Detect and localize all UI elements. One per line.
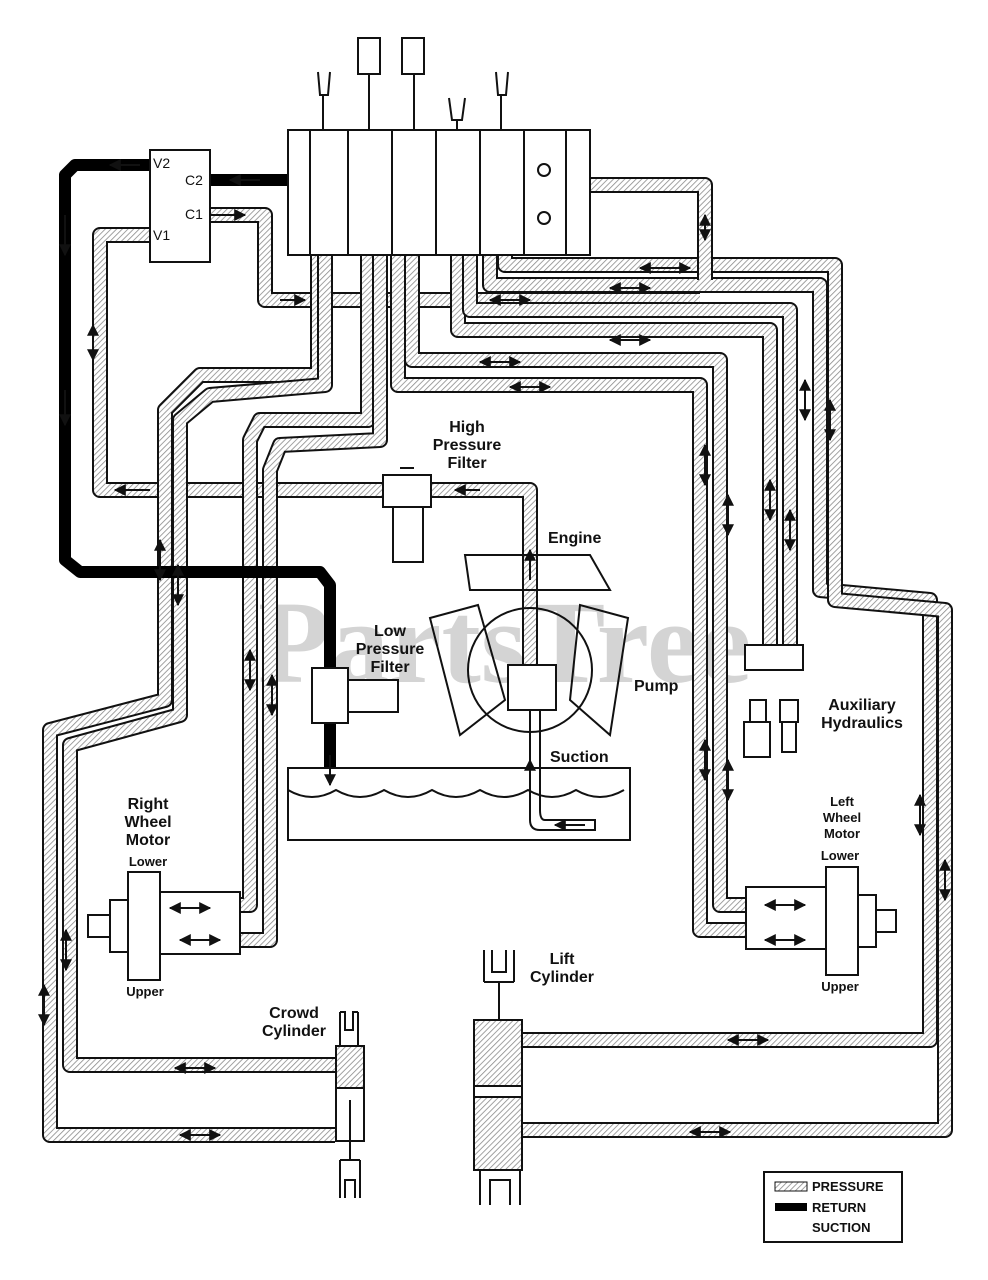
high-pressure-filter bbox=[382, 467, 432, 563]
legend-pressure-label: PRESSURE bbox=[812, 1179, 884, 1194]
lift-cylinder-label-2: Cylinder bbox=[530, 969, 594, 986]
auxiliary-couplers bbox=[743, 644, 804, 758]
right-wheel-motor bbox=[87, 871, 241, 981]
legend: PRESSURE RETURN SUCTION bbox=[763, 1171, 903, 1243]
right-wheel-motor-label-1: Right bbox=[128, 796, 170, 813]
reservoir-tank bbox=[287, 710, 631, 841]
left-upper-label: Upper bbox=[821, 979, 859, 994]
engine bbox=[428, 554, 630, 737]
port-v1-label: V1 bbox=[153, 227, 170, 243]
left-wheel-motor-label-3: Motor bbox=[824, 826, 860, 841]
lift-cylinder bbox=[473, 950, 523, 1205]
left-wheel-motor-label-1: Left bbox=[830, 794, 855, 809]
diverter-valve: V2 C2 C1 V1 bbox=[149, 149, 211, 263]
right-wheel-motor-label-3: Motor bbox=[126, 832, 170, 849]
lp-filter-label-3: Filter bbox=[370, 659, 409, 676]
control-valve-block bbox=[287, 37, 591, 256]
hose-fill-14 bbox=[590, 179, 711, 280]
suction-label: Suction bbox=[550, 749, 609, 766]
hose-fill-13 bbox=[499, 170, 951, 1136]
legend-swatch-return bbox=[775, 1203, 807, 1211]
lift-cylinder-label-1: Lift bbox=[550, 951, 576, 968]
left-lower-label: Lower bbox=[821, 848, 859, 863]
hp-filter-label-3: Filter bbox=[447, 455, 486, 472]
left-wheel-motor bbox=[745, 866, 897, 976]
component-labels: High Pressure Filter Engine Low Pressure… bbox=[124, 419, 903, 1040]
port-c1-label: C1 bbox=[185, 206, 203, 222]
pump-label: Pump bbox=[634, 678, 679, 695]
aux-hydraulics-label-1: Auxiliary bbox=[828, 697, 896, 714]
right-wheel-motor-label-2: Wheel bbox=[124, 814, 171, 831]
hose-fill-7 bbox=[150, 170, 386, 946]
crowd-cylinder-label-1: Crowd bbox=[269, 1005, 319, 1022]
hp-filter-label-2: Pressure bbox=[433, 437, 502, 454]
legend-suction-label: SUCTION bbox=[812, 1220, 871, 1235]
lp-filter-label-2: Pressure bbox=[356, 641, 425, 658]
crowd-cylinder-label-2: Cylinder bbox=[262, 1023, 326, 1040]
engine-label: Engine bbox=[548, 530, 601, 547]
legend-return-label: RETURN bbox=[812, 1200, 866, 1215]
crowd-cylinder bbox=[335, 1011, 365, 1198]
right-upper-label: Upper bbox=[126, 984, 164, 999]
hp-filter-label-1: High bbox=[449, 419, 485, 436]
flow-arrows bbox=[38, 159, 951, 1141]
hose-fill-12 bbox=[484, 170, 936, 1046]
low-pressure-filter bbox=[311, 667, 399, 724]
right-lower-label: Lower bbox=[129, 854, 167, 869]
lp-filter-label-1: Low bbox=[374, 623, 407, 640]
legend-swatch-pressure bbox=[774, 1181, 808, 1192]
left-wheel-motor-label-2: Wheel bbox=[823, 810, 861, 825]
aux-hydraulics-label-2: Hydraulics bbox=[821, 715, 903, 732]
port-v2-label: V2 bbox=[153, 155, 170, 171]
port-c2-label: C2 bbox=[185, 172, 203, 188]
